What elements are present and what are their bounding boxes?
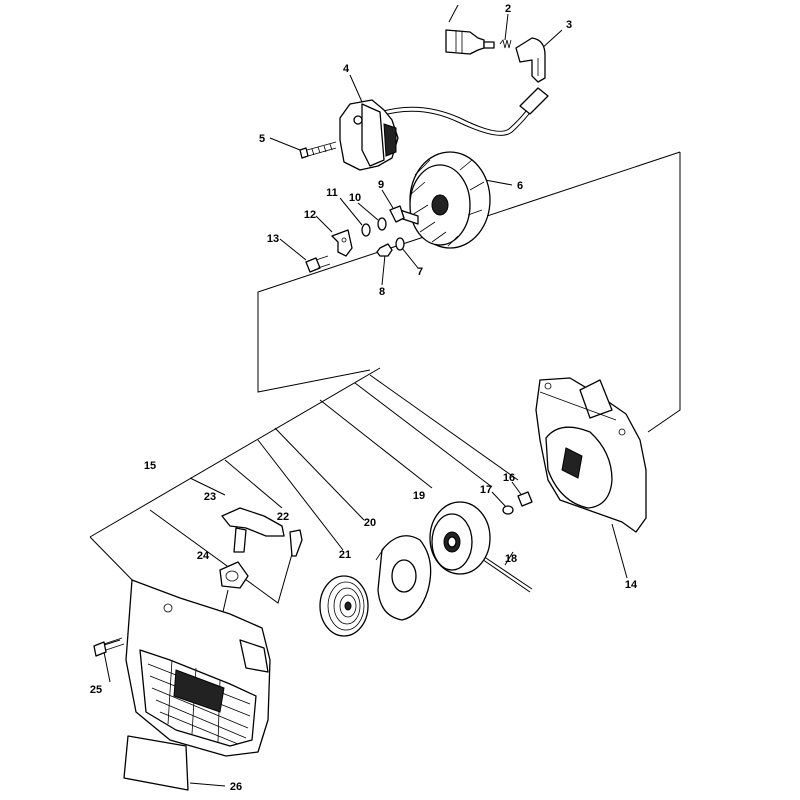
washer-part-10 (377, 217, 387, 231)
screw-part-16 (517, 491, 533, 507)
screw-part-5 (299, 141, 337, 159)
label-6: 6 (517, 180, 523, 192)
label-8: 8 (379, 286, 385, 298)
pawl-housing-part (375, 535, 432, 621)
label-24: 24 (197, 550, 210, 562)
starter-handle-part (221, 507, 285, 553)
screw-part-25 (93, 637, 125, 657)
flywheel-part (399, 151, 491, 249)
label-5: 5 (259, 133, 265, 145)
label-7: 7 (417, 266, 423, 278)
label-13: 13 (267, 233, 279, 245)
decal-label-part (123, 735, 189, 791)
rope-pulley-part (429, 501, 491, 575)
label-3: 3 (566, 19, 572, 31)
label-11: 11 (326, 187, 338, 199)
part-number-labels: 2 3 4 5 6 7 8 9 10 11 12 13 14 15 16 17 … (90, 3, 638, 793)
label-20: 20 (364, 517, 376, 529)
label-9: 9 (378, 179, 384, 191)
spark-plug-part (445, 29, 495, 55)
label-18: 18 (505, 553, 517, 565)
fan-housing-part (535, 377, 647, 533)
key-part-9 (389, 205, 405, 223)
label-22: 22 (277, 511, 289, 523)
label-2: 2 (505, 3, 511, 15)
washer-part-11 (361, 223, 371, 237)
label-19: 19 (413, 490, 425, 502)
nut-part-8 (376, 243, 393, 257)
label-23: 23 (204, 491, 216, 503)
label-4: 4 (343, 63, 350, 75)
label-21: 21 (339, 549, 351, 561)
ignition-coil-part (339, 99, 399, 171)
label-16: 16 (503, 472, 515, 484)
label-10: 10 (349, 192, 361, 204)
plug-cap-part (515, 37, 546, 83)
bracket-part-12 (331, 229, 353, 257)
screw-part-22 (289, 529, 303, 557)
starter-cover-part (125, 579, 271, 757)
label-26: 26 (230, 781, 242, 793)
label-12: 12 (304, 209, 316, 221)
washer-part-17 (502, 505, 514, 515)
label-17: 17 (480, 484, 492, 496)
label-15: 15 (144, 460, 156, 472)
starter-rope-part (475, 551, 533, 593)
rewind-spring-part (319, 575, 369, 637)
spring-part (499, 39, 512, 49)
label-14: 14 (625, 579, 638, 591)
label-25: 25 (90, 684, 102, 696)
screw-part-13 (305, 255, 331, 273)
washer-part-7 (395, 237, 405, 251)
